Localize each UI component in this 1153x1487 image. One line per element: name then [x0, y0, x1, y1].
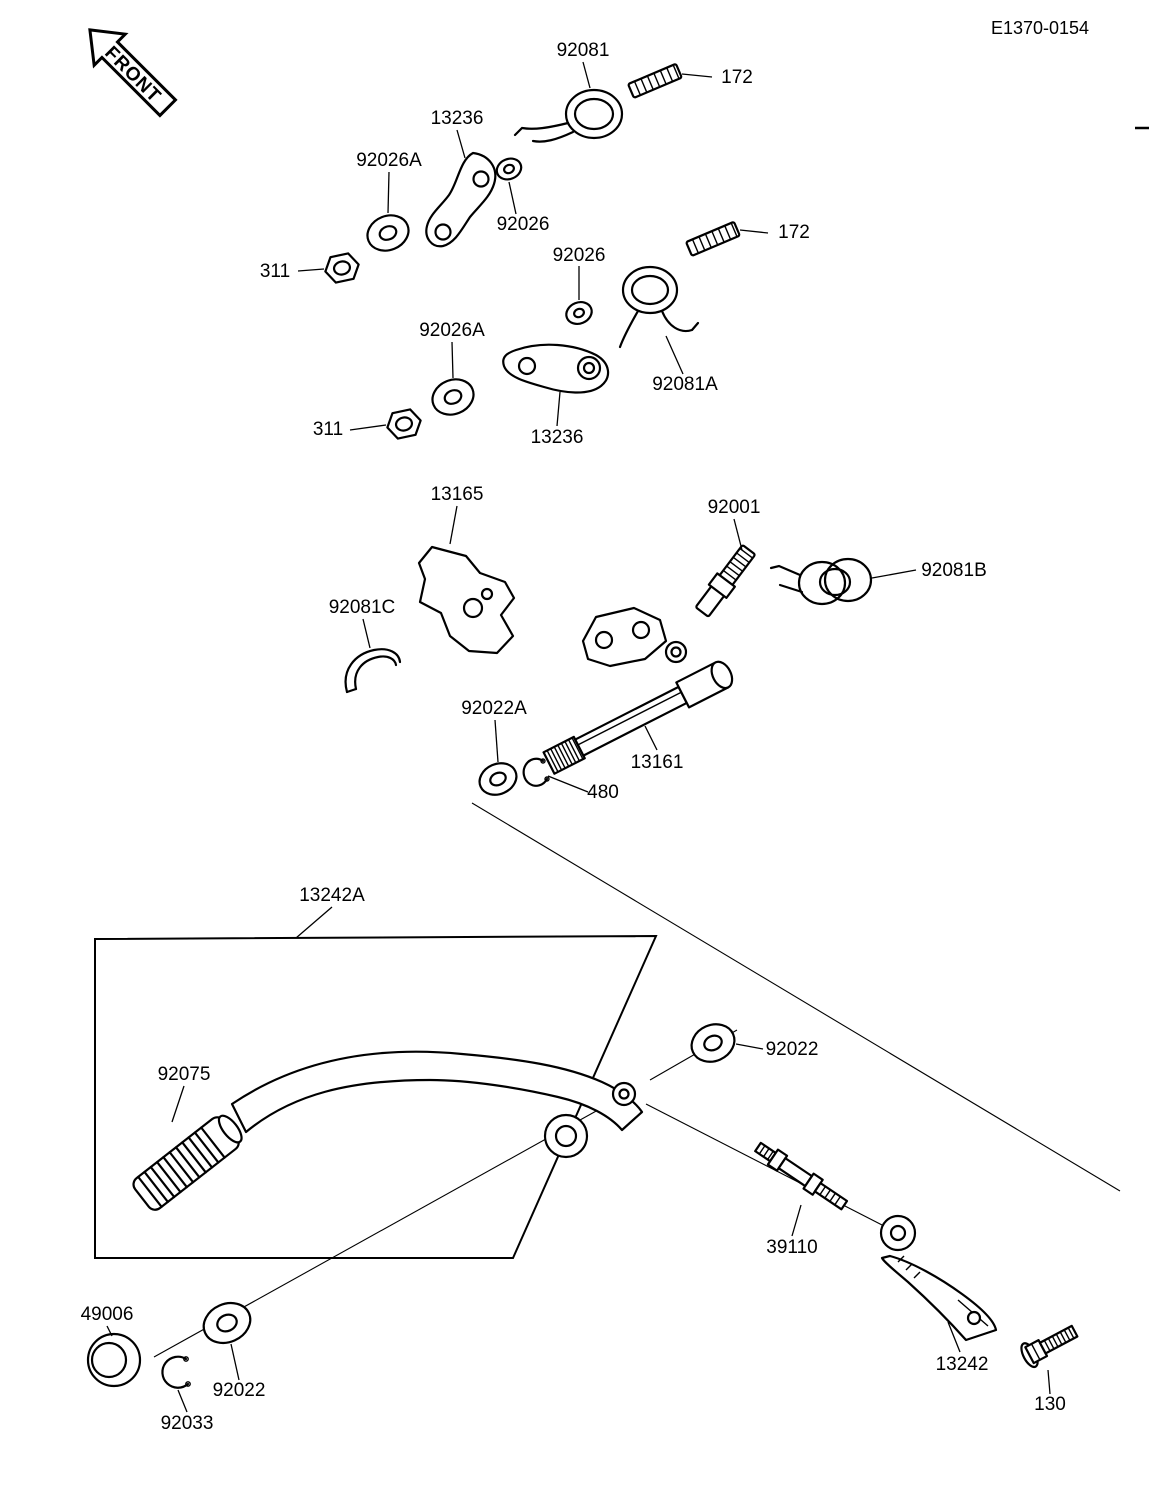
part-label-172-a: 172	[721, 67, 753, 88]
part-label-311-b: 311	[313, 419, 343, 440]
part-washer-92026-b	[565, 301, 593, 325]
part-label-39110: 39110	[766, 1237, 817, 1258]
part-label-92081A: 92081A	[652, 374, 718, 395]
part-label-172-b: 172	[778, 222, 810, 243]
part-spring-92081	[513, 88, 624, 143]
part-nut-311-a	[324, 252, 360, 284]
part-label-92022-b: 92022	[213, 1380, 266, 1401]
part-bolt-172-b	[685, 221, 741, 257]
part-spring-92081A	[618, 265, 700, 349]
part-label-92026-b: 92026	[553, 245, 606, 266]
part-label-92033: 92033	[161, 1413, 214, 1434]
part-bolt-92001	[695, 544, 756, 618]
part-label-92022-a: 92022	[766, 1039, 819, 1060]
part-spring-92081C	[344, 648, 402, 694]
part-label-13161: 13161	[631, 752, 684, 773]
part-washer-92022A	[478, 762, 518, 796]
part-eclip-92033	[161, 1355, 191, 1389]
part-circlip-480	[522, 757, 550, 787]
part-label-92026A-b: 92026A	[419, 320, 485, 341]
front-arrow-label: FRONT	[100, 42, 165, 107]
part-nut-311-b	[386, 408, 422, 440]
part-arm-13242	[879, 1214, 998, 1342]
part-label-480: 480	[587, 782, 619, 803]
part-label-311-a: 311	[260, 261, 290, 282]
leader-lines	[106, 61, 1051, 1413]
part-bolt-172-a	[627, 63, 683, 99]
part-washer-92022-a	[690, 1023, 736, 1063]
part-pedal-rubber-92075	[132, 1114, 243, 1211]
kit-box-13242A	[94, 934, 658, 1259]
part-label-92075: 92075	[158, 1064, 211, 1085]
part-label-92026A-a: 92026A	[356, 150, 422, 171]
part-label-130: 130	[1034, 1394, 1066, 1415]
part-lever-13236-a	[425, 151, 497, 248]
part-rod-39110	[754, 1141, 849, 1211]
part-label-92022A: 92022A	[461, 698, 527, 719]
part-label-13242: 13242	[936, 1354, 989, 1375]
part-label-92001: 92001	[708, 497, 761, 518]
part-label-92081B: 92081B	[921, 560, 987, 581]
drawing-code: E1370-0154	[991, 18, 1089, 38]
part-cap-49006	[86, 1332, 142, 1388]
part-label-13242A: 13242A	[299, 885, 365, 906]
part-shaft-13161	[542, 606, 734, 775]
part-label-49006: 49006	[81, 1304, 134, 1325]
part-washer-92022-b	[202, 1301, 252, 1345]
part-label-13165: 13165	[431, 484, 484, 505]
part-label-13236-a: 13236	[431, 108, 484, 129]
part-pedal-arm	[230, 1050, 644, 1159]
front-arrow: FRONT	[88, 28, 178, 118]
part-label-92081C: 92081C	[329, 597, 396, 618]
part-washer-92026A-b	[431, 378, 475, 416]
front-arrow-shape	[88, 28, 178, 118]
part-washer-92026A-a	[366, 214, 410, 252]
part-spring-92081B	[769, 557, 873, 606]
part-bolt-130	[1020, 1324, 1079, 1369]
part-label-13236-b: 13236	[531, 427, 584, 448]
part-washer-92026-a	[495, 157, 523, 181]
part-label-92081: 92081	[557, 40, 610, 61]
part-lever-13236-b	[502, 343, 610, 394]
part-plate-13165	[417, 545, 516, 655]
part-label-92026-a: 92026	[497, 214, 550, 235]
